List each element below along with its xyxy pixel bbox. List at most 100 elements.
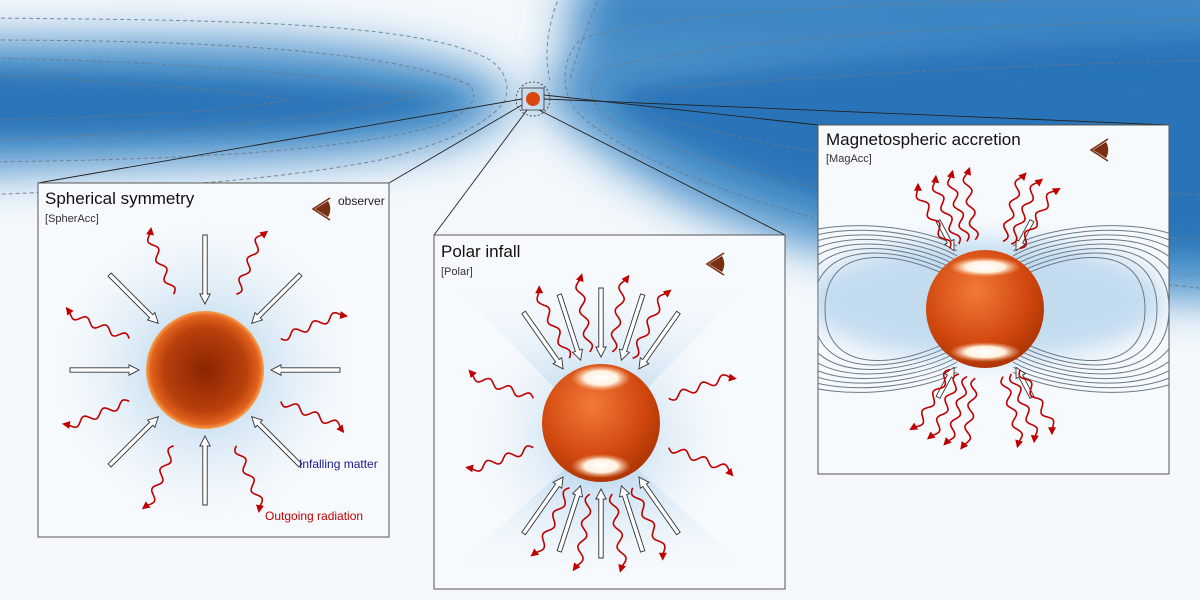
radiation-wave-icon xyxy=(1000,376,1024,449)
radiation-wave-icon xyxy=(668,373,737,401)
radiation-wave-icon xyxy=(468,369,535,399)
panel-title-magnetospheric: Magnetospheric accretion xyxy=(826,130,1021,149)
radiation-waves-polar xyxy=(465,273,737,573)
infall-arrow-icon xyxy=(638,310,681,370)
radiation-wave-icon xyxy=(1010,178,1044,245)
infall-arrows-spherical xyxy=(69,234,341,506)
outgoing-label: Outgoing radiation xyxy=(265,509,363,523)
radiation-wave-icon xyxy=(572,493,592,572)
radiation-wave-icon xyxy=(667,447,734,477)
field-line xyxy=(1012,234,1169,384)
radiation-wave-icon xyxy=(465,445,534,473)
panel-tag-magnetospheric: [MagAcc] xyxy=(826,153,872,165)
star-magnetospheric xyxy=(926,250,1044,368)
infall-arrow-icon xyxy=(618,484,646,553)
observer-eye-icon xyxy=(705,252,725,276)
radiation-wave-icon xyxy=(962,166,979,241)
field-line xyxy=(1012,229,1169,389)
field-line xyxy=(818,225,958,393)
radiation-wave-icon xyxy=(608,493,627,573)
infalling-label: Infalling matter xyxy=(299,457,378,471)
radiation-wave-icon xyxy=(65,306,130,339)
field-line xyxy=(818,243,958,375)
field-line xyxy=(818,248,958,370)
radiation-wave-icon xyxy=(926,373,960,440)
panel-magnetospheric: Magnetospheric accretion [MagAcc] xyxy=(817,124,1170,475)
infall-arrow-icon xyxy=(251,416,303,468)
field-line xyxy=(1012,257,1146,361)
radiation-wave-icon xyxy=(960,377,978,450)
infall-arrow-icon xyxy=(107,416,159,468)
infall-arrow-icon xyxy=(270,364,341,376)
field-line xyxy=(818,239,958,379)
magnetic-field-lines xyxy=(818,225,1169,393)
radiation-wave-icon xyxy=(1002,172,1027,243)
infall-arrow-icon xyxy=(556,293,584,362)
radiation-wave-icon xyxy=(280,401,345,434)
infall-arrow-icon xyxy=(638,476,681,536)
observer-eye-icon xyxy=(311,197,331,221)
observer-eye-icon xyxy=(1089,138,1109,162)
field-line xyxy=(1012,225,1169,393)
radiation-wave-icon xyxy=(914,182,952,249)
radiation-wave-icon xyxy=(931,174,962,245)
infall-arrow-icon xyxy=(69,364,140,376)
radiation-wave-icon xyxy=(632,289,672,360)
radiation-wave-icon xyxy=(1008,373,1039,444)
hotspot-mag-bottom xyxy=(949,342,1021,362)
radiation-wave-icon xyxy=(946,169,970,242)
hotspot-polar-top xyxy=(571,365,631,391)
star-polar xyxy=(542,364,660,482)
radiation-wave-icon xyxy=(943,375,968,446)
field-line xyxy=(1012,239,1169,379)
infall-arrow-icon xyxy=(595,488,607,559)
radiation-wave-icon xyxy=(280,311,349,341)
panel-title-polar: Polar infall xyxy=(441,242,520,261)
infall-arrow-icon xyxy=(521,476,564,536)
field-line xyxy=(818,234,958,384)
field-line xyxy=(824,257,958,361)
zoom-lines xyxy=(37,94,1170,236)
infall-arrow-icon xyxy=(107,272,159,324)
infall-arrow-icon xyxy=(199,234,211,305)
radiation-wave-icon xyxy=(909,368,951,431)
infall-arrow-icon xyxy=(199,435,211,506)
field-line xyxy=(1012,243,1169,375)
infall-arrow-icon xyxy=(251,272,303,324)
infall-arrow-icon xyxy=(595,287,607,358)
tiny-star xyxy=(526,92,540,106)
infall-arrows-polar xyxy=(521,287,681,559)
infall-arrow-icon xyxy=(1015,366,1035,399)
infall-arrow-icon xyxy=(935,219,955,252)
hotspot-mag-top xyxy=(949,257,1021,277)
panel-title-spherical: Spherical symmetry xyxy=(45,189,195,208)
infall-arrow-icon xyxy=(618,293,646,362)
radiation-wave-icon xyxy=(234,445,264,514)
panel-tag-spherical: [SpherAcc] xyxy=(45,213,99,225)
radiation-wave-icon xyxy=(530,486,570,557)
infall-arrow-icon xyxy=(556,484,584,553)
field-line xyxy=(818,229,958,389)
radiation-wave-icon xyxy=(1018,369,1056,436)
radiation-wave-icon xyxy=(141,445,174,510)
radiation-wave-icon xyxy=(146,226,176,295)
infall-arrow-icon xyxy=(521,310,564,370)
radiation-wave-icon xyxy=(610,274,630,353)
field-line xyxy=(1012,252,1158,366)
radiation-waves-magnetospheric xyxy=(909,166,1061,450)
radiation-wave-icon xyxy=(1019,187,1061,250)
radiation-wave-icon xyxy=(61,399,130,429)
radiation-wave-icon xyxy=(535,285,572,359)
radiation-wave-icon xyxy=(630,487,667,561)
field-line xyxy=(818,252,958,366)
panel-tag-polar: [Polar] xyxy=(441,266,473,278)
panel-spherical: Spherical symmetry [SpherAcc] observer I… xyxy=(37,182,390,538)
panel-polar: Polar infall [Polar] xyxy=(433,234,786,590)
radiation-wave-icon xyxy=(575,273,594,353)
star-spherical xyxy=(146,311,264,429)
radiation-waves-spherical xyxy=(61,226,349,514)
field-line xyxy=(1012,248,1169,370)
hotspot-polar-bottom xyxy=(571,454,631,478)
radiation-wave-icon xyxy=(236,230,269,295)
